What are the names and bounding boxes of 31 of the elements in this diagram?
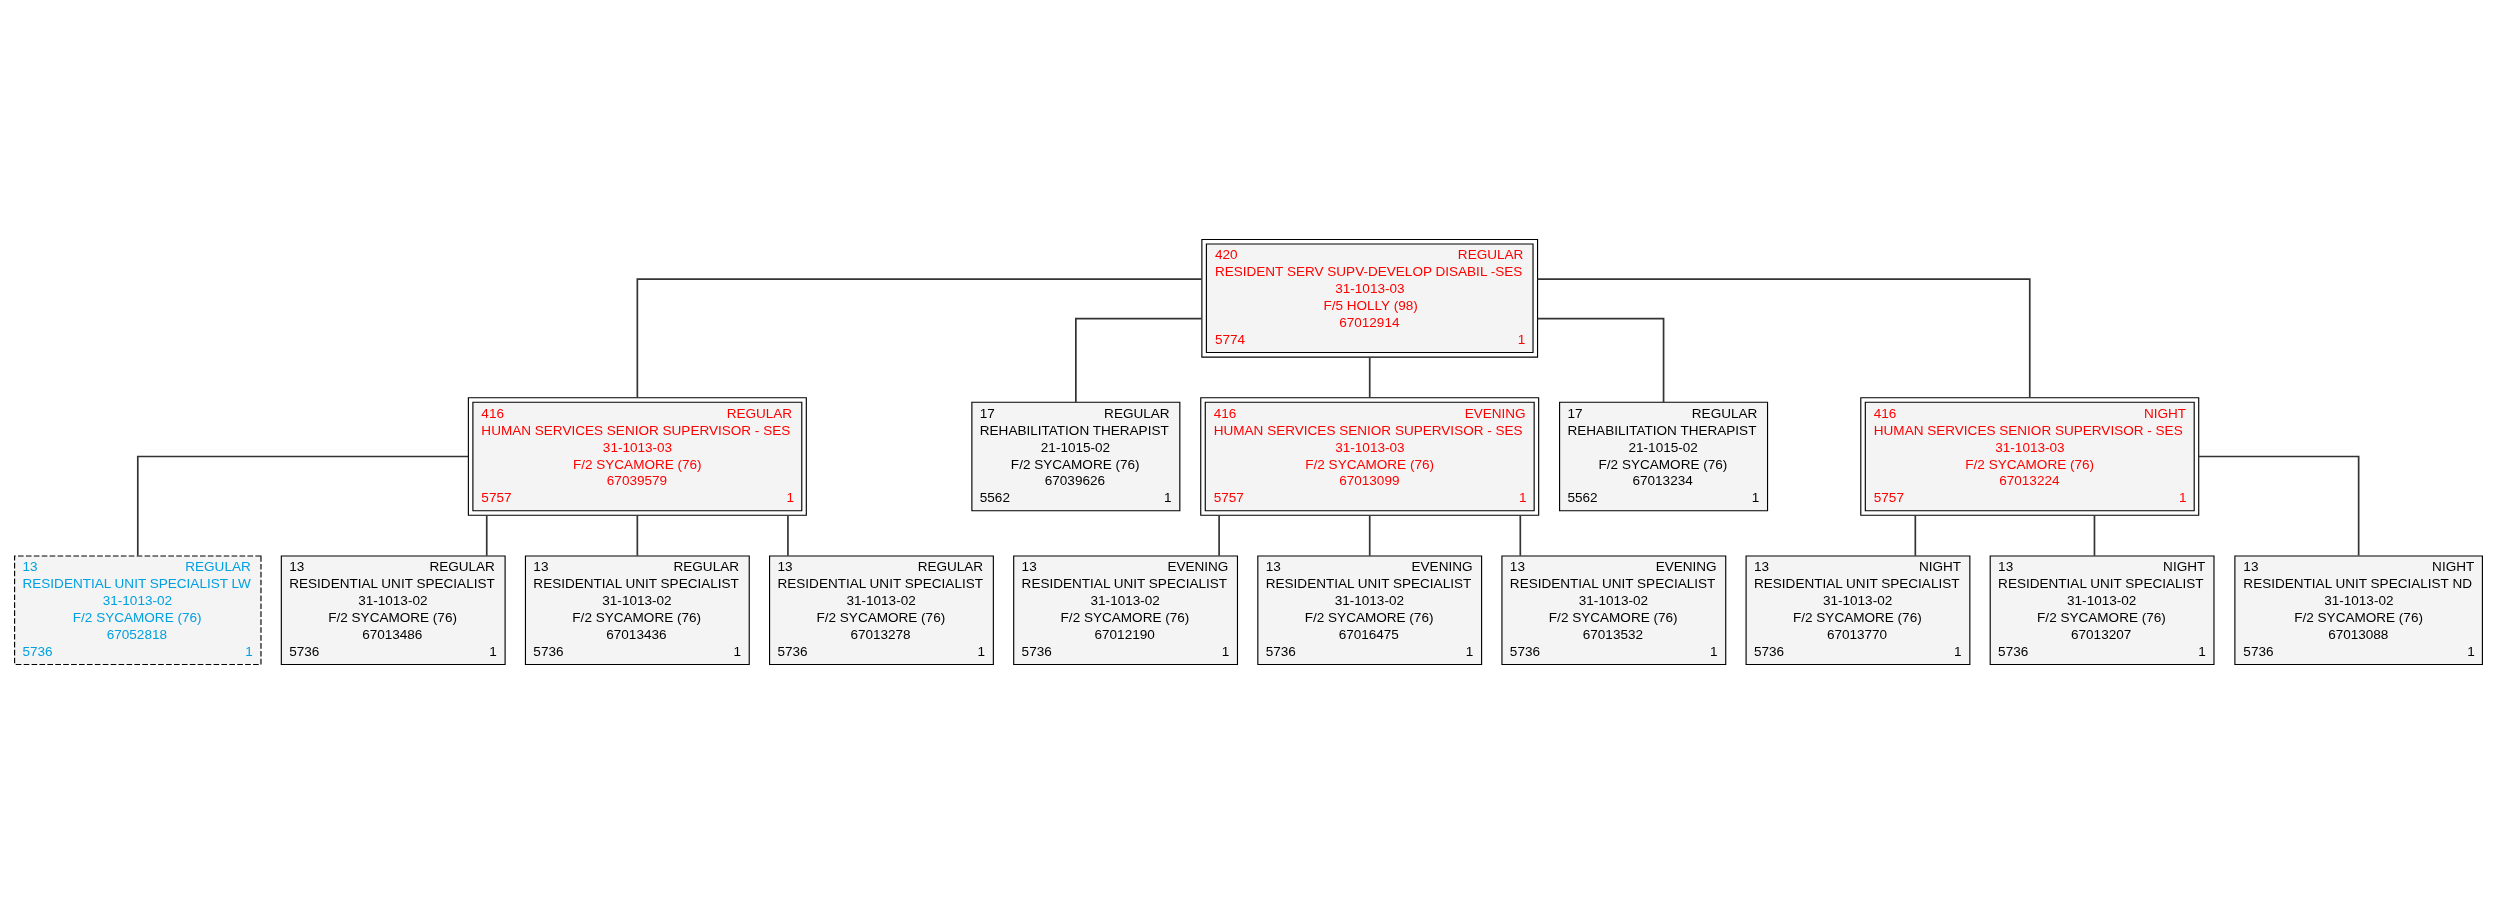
node-box: 13 REGULAR RESIDENTIAL UNIT SPECIALIST 31-1013-02 F/2 SYCAMORE (76) 67013436 5736 1 — [524, 555, 750, 666]
connector — [1368, 356, 1371, 399]
node-box: 13 REGULAR RESIDENTIAL UNIT SPECIALIST 31-1013-02 F/2 SYCAMORE (76) 67013278 5736 1 — [769, 555, 994, 666]
connector — [2198, 455, 2360, 557]
node-box: 416 REGULAR HUMAN SERVICES SENIOR SUPERVISOR - SES 31-1013-03 F/2 SYCAMORE (76) 67039579 5757 1 — [467, 397, 807, 516]
connector — [1536, 278, 2031, 399]
node-box: 13 EVENING RESIDENTIAL UNIT SPECIALIST 31-1013-02 F/2 SYCAMORE (76) 67012190 5736 1 — [1013, 555, 1239, 666]
connector — [636, 278, 1203, 399]
connector — [1519, 514, 1522, 557]
connector — [1536, 317, 1665, 403]
connector — [636, 514, 639, 557]
node-box: 416 EVENING HUMAN SERVICES SENIOR SUPERVISOR - SES 31-1013-03 F/2 SYCAMORE (76) 67013099 5757 1 — [1200, 397, 1540, 516]
node-box: 17 REGULAR REHABILITATION THERAPIST 21-1015-02 F/2 SYCAMORE (76) 67013234 5562 1 — [1559, 401, 1769, 512]
node-box: 17 REGULAR REHABILITATION THERAPIST 21-1015-02 F/2 SYCAMORE (76) 67039626 5562 1 — [971, 401, 1181, 512]
connector — [1218, 514, 1220, 557]
node-box: 13 NIGHT RESIDENTIAL UNIT SPECIALIST 31-1013-02 F/2 SYCAMORE (76) 67013770 5736 1 — [1745, 555, 1971, 666]
connector — [485, 514, 488, 557]
node-box: 13 NIGHT RESIDENTIAL UNIT SPECIALIST 31-1013-02 F/2 SYCAMORE (76) 67013207 5736 1 — [1989, 555, 2215, 666]
node-box: 13 NIGHT RESIDENTIAL UNIT SPECIALIST ND 31-1013-02 F/2 SYCAMORE (76) 67013088 5736 1 — [2234, 555, 2483, 666]
connector — [1368, 514, 1371, 557]
connector — [787, 514, 789, 557]
node-box: 13 EVENING RESIDENTIAL UNIT SPECIALIST 31-1013-02 F/2 SYCAMORE (76) 67016475 5736 1 — [1257, 555, 1483, 666]
connector — [1914, 514, 1917, 557]
connector — [1075, 317, 1203, 403]
node-box: 13 REGULAR RESIDENTIAL UNIT SPECIALIST LW 31-1013-02 F/2 SYCAMORE (76) 67052818 5736 1 — [14, 555, 262, 666]
node-box: 13 REGULAR RESIDENTIAL UNIT SPECIALIST 31-1013-02 F/2 SYCAMORE (76) 67013486 5736 1 — [280, 555, 506, 666]
node-box: 420 REGULAR RESIDENT SERV SUPV-DEVELOP DISABIL -SES 31-1013-03 F/5 HOLLY (98) 67012914 5774 1 — [1201, 238, 1539, 358]
connector — [2093, 514, 2096, 557]
node-box: 416 NIGHT HUMAN SERVICES SENIOR SUPERVISOR - SES 31-1013-03 F/2 SYCAMORE (76) 67013224 5757 1 — [1860, 397, 2200, 516]
node-box: 13 EVENING RESIDENTIAL UNIT SPECIALIST 31-1013-02 F/2 SYCAMORE (76) 67013532 5736 1 — [1501, 555, 1727, 666]
connector — [136, 455, 470, 557]
